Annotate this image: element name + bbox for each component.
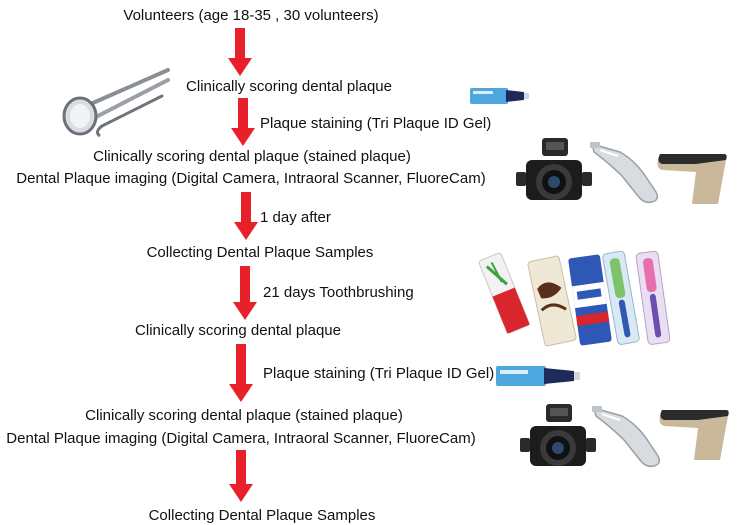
macro-camera-icon bbox=[516, 138, 592, 200]
step-collect-samples-2: Collecting Dental Plaque Samples bbox=[148, 507, 376, 524]
gel-tube-icon bbox=[470, 88, 529, 104]
fluorecam-icon bbox=[657, 154, 727, 204]
toothpaste-icon bbox=[527, 255, 577, 347]
step-collect-samples-1: Collecting Dental Plaque Samples bbox=[146, 244, 374, 261]
step-volunteers: Volunteers (age 18-35 , 30 volunteers) bbox=[123, 7, 379, 24]
arrow-label-plaque-staining-2: Plaque staining (Tri Plaque ID Gel) bbox=[263, 365, 495, 382]
macro-camera-icon bbox=[520, 404, 596, 466]
flow-arrow bbox=[229, 450, 253, 502]
gel-tube-icon bbox=[496, 366, 580, 386]
dental-mirror-probe-icon bbox=[62, 68, 170, 138]
fluorecam-icon bbox=[659, 410, 729, 460]
step-plaque-imaging-1: Dental Plaque imaging (Digital Camera, I… bbox=[16, 170, 486, 187]
flow-arrow bbox=[231, 98, 255, 146]
intraoral-scanner-icon bbox=[590, 142, 659, 204]
toothpaste-icon bbox=[478, 252, 530, 334]
toothbrush-icon bbox=[602, 250, 640, 345]
step-clinical-scoring-2: Clinically scoring dental plaque bbox=[135, 322, 341, 339]
arrow-label-one-day-after: 1 day after bbox=[260, 209, 331, 226]
arrow-label-plaque-staining-1: Plaque staining (Tri Plaque ID Gel) bbox=[260, 115, 492, 132]
toothpaste-icon bbox=[568, 254, 612, 346]
flow-arrow bbox=[233, 266, 257, 320]
flow-arrow bbox=[228, 28, 252, 76]
step-plaque-imaging-2: Dental Plaque imaging (Digital Camera, I… bbox=[6, 430, 476, 447]
flow-arrow bbox=[234, 192, 258, 240]
toothbrush-icon bbox=[635, 250, 671, 345]
step-stained-scoring-2: Clinically scoring dental plaque (staine… bbox=[85, 407, 403, 424]
arrow-label-toothbrushing: 21 days Toothbrushing bbox=[263, 284, 414, 301]
step-clinical-scoring-1: Clinically scoring dental plaque bbox=[186, 78, 392, 95]
step-stained-scoring-1: Clinically scoring dental plaque (staine… bbox=[93, 148, 411, 165]
flow-arrow bbox=[229, 344, 253, 402]
intraoral-scanner-icon bbox=[592, 406, 661, 468]
